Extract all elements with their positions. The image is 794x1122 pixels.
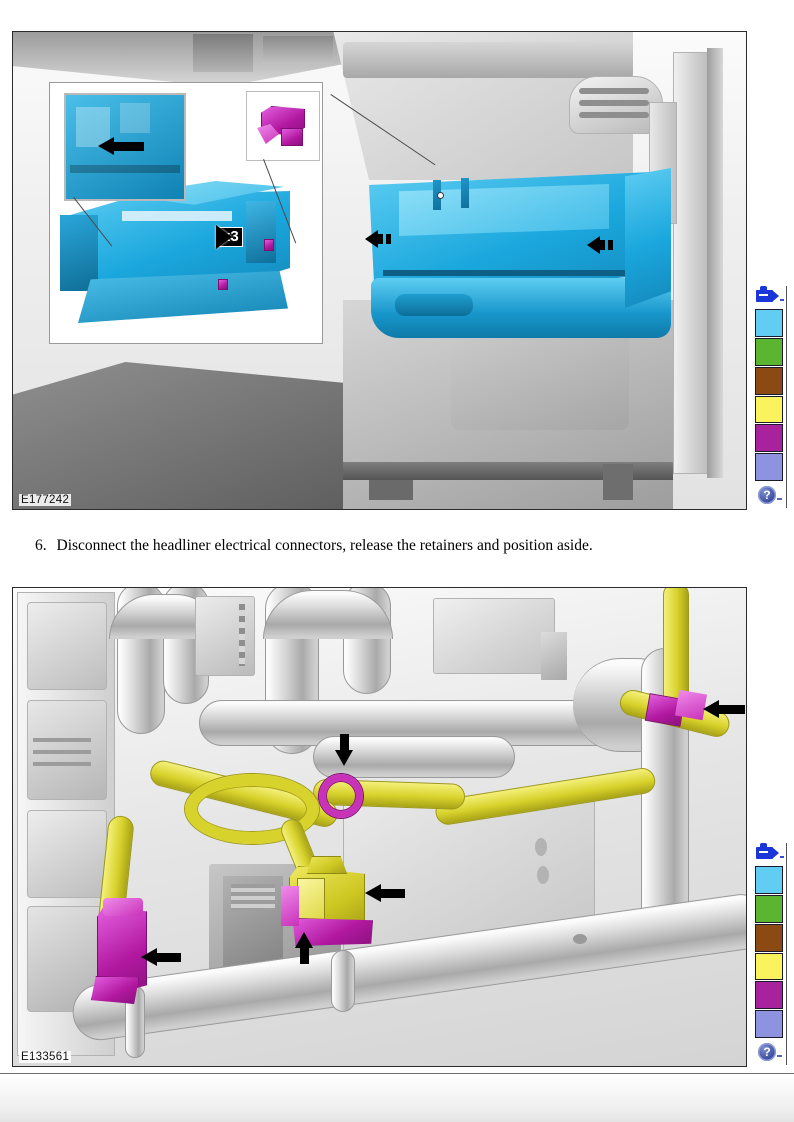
air-vent-slat-3 (579, 112, 649, 118)
step-6: 6. Disconnect the headliner electrical c… (35, 537, 593, 555)
glovebox-handle (395, 294, 473, 316)
callout-arrow-top-center (335, 750, 353, 766)
glovebox-insert-door (78, 271, 288, 323)
relay-module-slots (231, 884, 275, 910)
floor-bracket-right (603, 464, 633, 500)
module-left-ribs-2 (33, 750, 91, 754)
help-icon[interactable]: ? (758, 1043, 782, 1065)
glovebox-side-right (625, 168, 671, 308)
latch-closeup-arrow-stem (114, 142, 144, 151)
callout-arrow-connector-right (365, 884, 381, 902)
a-pillar-trim (673, 52, 709, 474)
stub-below-right-clip (331, 950, 355, 1012)
air-vent-slat-2 (579, 100, 649, 106)
legend-swatch-magenta[interactable] (755, 424, 783, 453)
retainer-magenta-ring (319, 774, 363, 818)
module-left-slot-1 (27, 602, 107, 690)
retainer-part-leg (281, 128, 303, 146)
floor-console (13, 362, 343, 509)
page-footer (0, 1073, 794, 1122)
glovebox-insert-latch (246, 201, 276, 263)
housing-top-left-connector (195, 596, 255, 676)
quantity-arrow-head (216, 225, 232, 249)
callout-arrow-top-center-stem (340, 734, 349, 752)
figure-id-1: E177242 (19, 494, 72, 506)
housing-top-right (433, 598, 555, 674)
bracket-hole-2 (537, 866, 549, 884)
video-camera-icon[interactable] (756, 286, 784, 306)
color-legend-figure-2: ? (752, 843, 787, 1065)
figure-id-2: E133561 (19, 1051, 72, 1063)
bracket-hole-1 (535, 838, 547, 856)
glovebox-insert-side (60, 215, 98, 291)
callout-arrow-upper-right-stem (719, 705, 745, 714)
figure-headliner-connectors: E133561 (12, 587, 747, 1067)
legend-swatch-green[interactable] (755, 337, 783, 366)
door-weatherstrip (707, 48, 723, 478)
color-legend-figure-1: ? (752, 286, 787, 508)
glovebox-insert-rib (122, 211, 232, 221)
connector-yellow-face (297, 878, 325, 924)
legend-swatch-yellow[interactable] (755, 395, 783, 424)
legend-swatch-green[interactable] (755, 894, 783, 923)
callout-arrow-left-connector-stem (157, 953, 181, 962)
step-6-text: Disconnect the headliner electrical conn… (56, 537, 593, 554)
callout-arrow-connector-below-stem (300, 946, 309, 964)
air-vent-slat-1 (579, 88, 649, 94)
module-left-ribs (33, 738, 91, 742)
leader-endpoint-glovebox (437, 192, 444, 199)
floor-bracket-left (369, 480, 413, 500)
legend-swatch-magenta[interactable] (755, 981, 783, 1010)
legend-swatch-periwinkle[interactable] (755, 1010, 783, 1039)
callout-arrow-left-1 (365, 230, 393, 248)
callout-arrow-upper-right (703, 700, 719, 718)
callout-arrow-connector-right-stem (381, 889, 405, 898)
legend-swatch-yellow[interactable] (755, 952, 783, 981)
step-6-number: 6. (35, 537, 47, 554)
callout-arrow-connector-below (295, 932, 313, 948)
latch-closeup-arrow (98, 137, 114, 155)
glovebox-inner-shelf (399, 184, 609, 236)
module-left-ribs-3 (33, 762, 91, 766)
help-icon[interactable]: ? (758, 486, 782, 508)
glovebox-hinge-rail (383, 270, 663, 276)
dash-top-pad (343, 42, 633, 78)
floor-rail (343, 462, 673, 480)
callout-arrow-left-connector (141, 948, 157, 966)
legend-swatch-cyan[interactable] (755, 308, 783, 337)
legend-swatch-cyan[interactable] (755, 865, 783, 894)
help-icon-glyph: ? (763, 488, 771, 503)
connector-magenta-left-cap (103, 898, 143, 916)
housing-top-right-tab (541, 632, 567, 680)
dash-upper-vent (193, 34, 253, 72)
figure-glovebox: x3 (12, 31, 747, 510)
glovebox-divider-2 (461, 178, 469, 208)
figure-headliner-canvas (13, 588, 746, 1066)
connector-yellow-top-tab (306, 856, 348, 874)
inset-retainer-part (246, 91, 320, 161)
exploded-detail-panel: x3 (49, 82, 323, 344)
retainer-clip-on-insert-1 (264, 239, 274, 251)
callout-arrow-left-2 (587, 236, 615, 254)
duct-elbow-top-mid (263, 590, 393, 639)
connector-pins (239, 604, 245, 666)
latch-closeup-part-b (120, 103, 150, 133)
dash-upper-bracket (263, 36, 333, 64)
figure-glovebox-canvas: x3 (13, 32, 746, 509)
retainer-clip-on-insert-2 (218, 279, 228, 290)
connector-magenta-left-skirt (91, 976, 139, 1004)
module-left-slot-3 (27, 810, 107, 898)
legend-swatch-periwinkle[interactable] (755, 453, 783, 482)
legend-swatch-brown[interactable] (755, 366, 783, 395)
lower-tube-detail (573, 934, 587, 944)
retainer-magenta-on-connector-tab (281, 886, 299, 926)
video-camera-icon[interactable] (756, 843, 784, 863)
latch-closeup-rail (70, 165, 180, 173)
legend-swatch-brown[interactable] (755, 923, 783, 952)
inset-latch-closeup (64, 93, 186, 201)
quantity-callout-x3: x3 (216, 225, 243, 249)
help-icon-glyph: ? (763, 1045, 771, 1060)
